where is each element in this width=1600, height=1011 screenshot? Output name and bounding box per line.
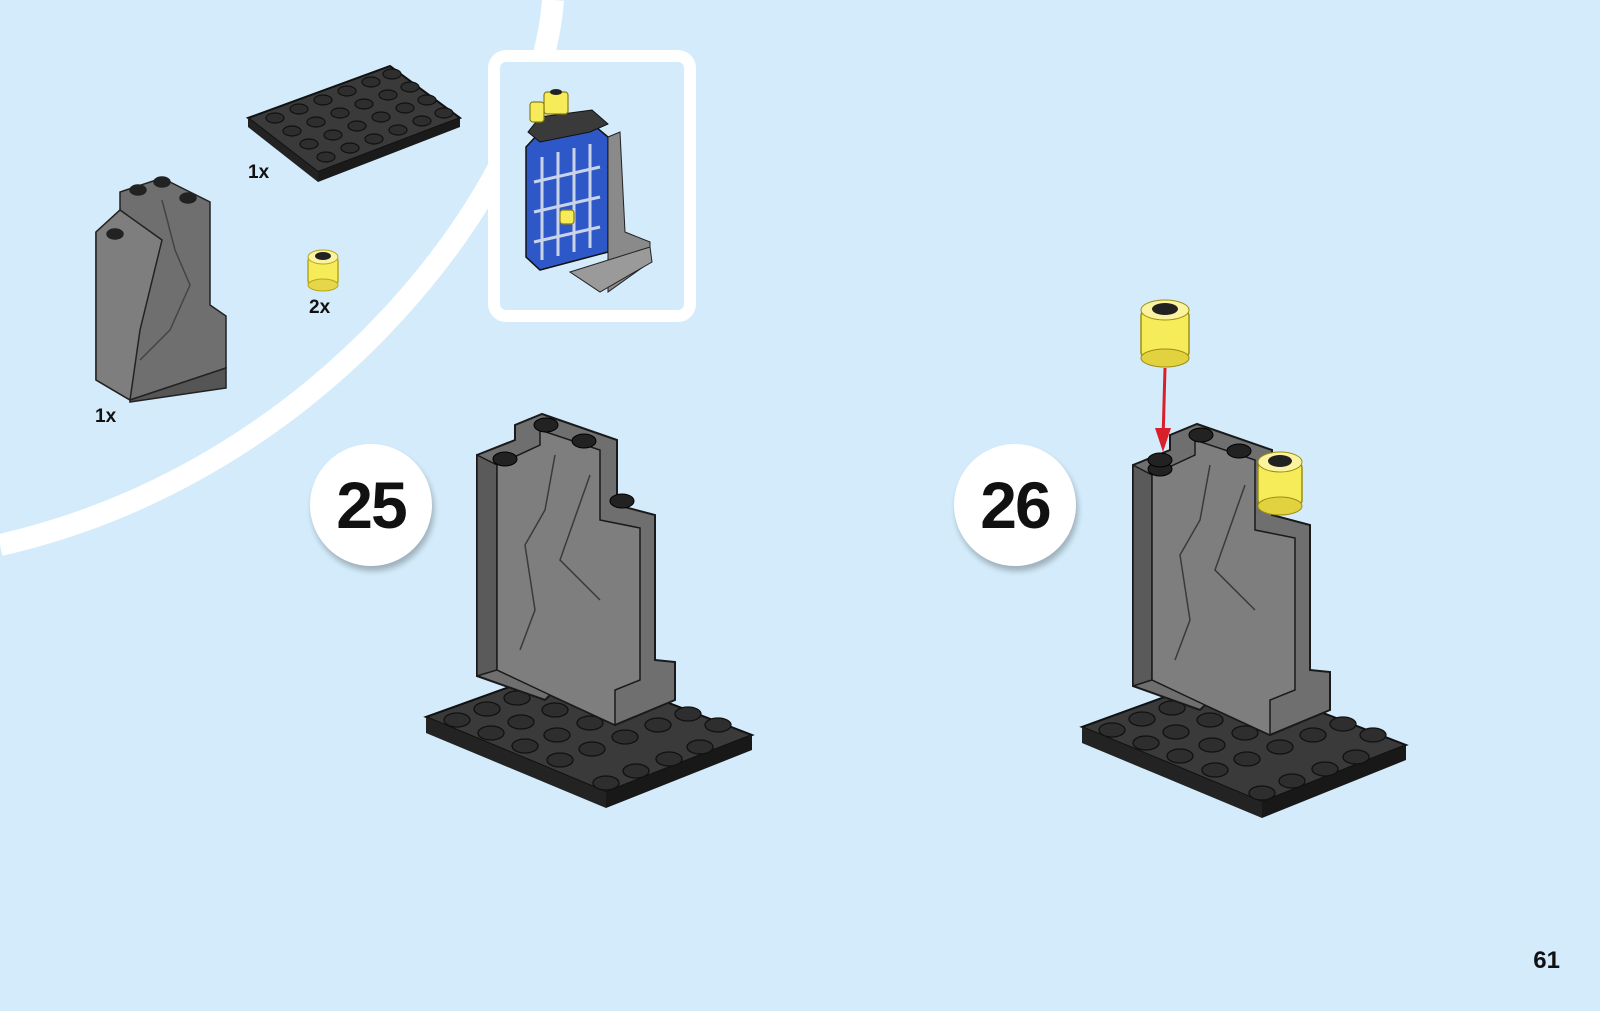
page-number: 61 [1533, 947, 1560, 975]
step-number-25: 25 [310, 444, 432, 566]
step-number-26: 26 [954, 444, 1076, 566]
